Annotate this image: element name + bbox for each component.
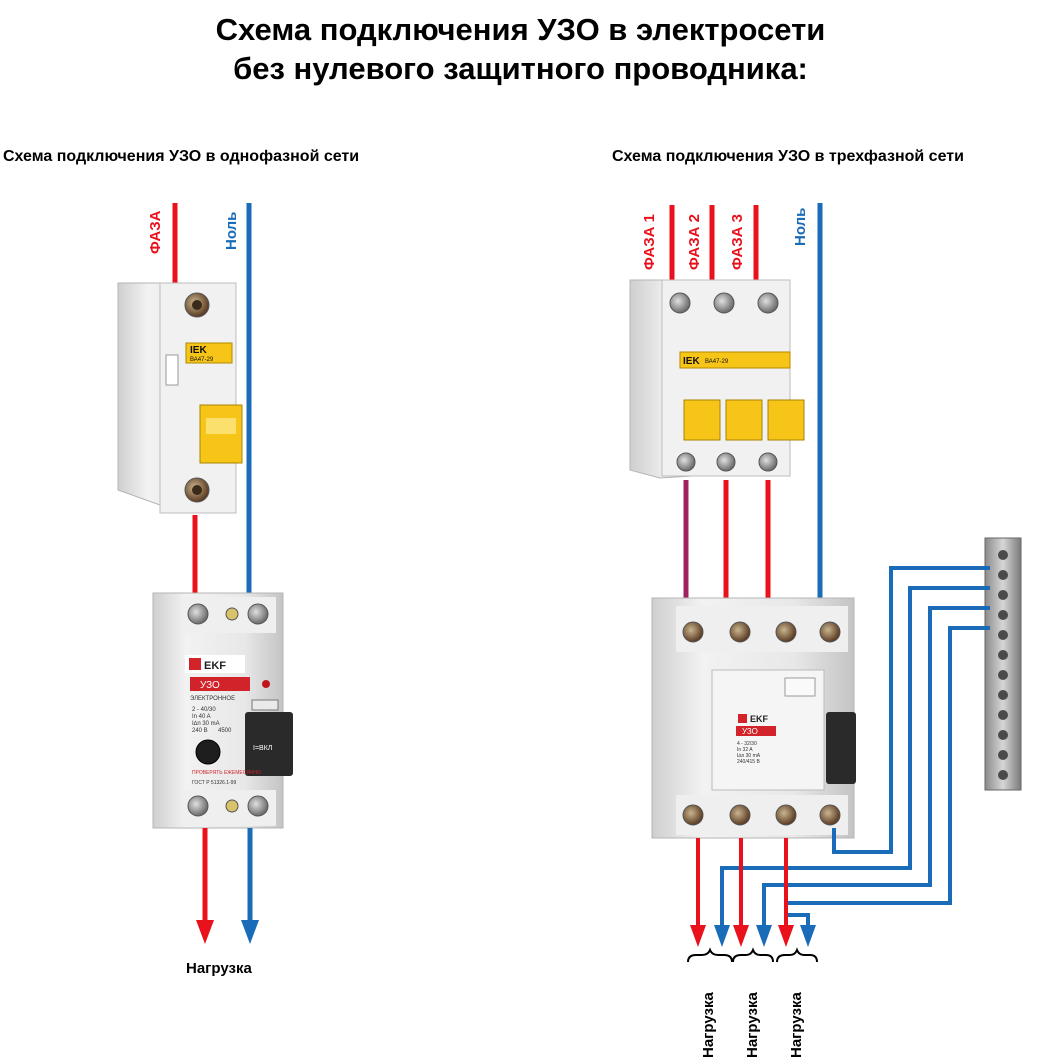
left-load-neutral-arrow — [241, 828, 259, 944]
left-rcd-type: ЭЛЕКТРОННОЕ — [190, 696, 235, 702]
right-input-wires — [669, 203, 823, 604]
left-load-phase-arrow — [196, 828, 214, 944]
left-rcd-name: УЗО — [200, 680, 220, 691]
left-rcd-standard: ГОСТ Р 51326.1-99 — [192, 780, 236, 786]
right-circuit-breaker: IEK ВА47-29 — [629, 279, 805, 479]
left-rcd-spec1: 2 - 40/30 — [192, 707, 216, 713]
right-rcd-device: EKF УЗО 4 - 32/30 In 32 A I∆n 30 mA 240/… — [651, 597, 856, 839]
left-load-label: Нагрузка — [186, 960, 252, 977]
right-neutral-label: Ноль — [792, 207, 809, 246]
left-circuit-breaker: IEK ВА47-29 — [117, 282, 243, 514]
left-rcd-spec4: 240 В — [192, 728, 208, 734]
left-rcd-code: 4500 — [218, 728, 232, 734]
right-rcd-spec3: I∆n 30 mA — [737, 753, 761, 759]
left-rcd-device: EKF УЗО ЭЛЕКТРОННОЕ 2 - 40/30 In 40 A I∆… — [152, 592, 293, 829]
left-phase-wire — [172, 203, 198, 600]
right-rcd-brand: EKF — [750, 714, 769, 724]
right-load-neutral-arrows — [714, 925, 816, 947]
title-line-2: без нулевого защитного проводника: — [233, 51, 808, 86]
right-rcd-name: УЗО — [742, 727, 758, 736]
right-phase3-label: ФАЗА 3 — [729, 213, 746, 270]
left-breaker-brand: IEK — [190, 345, 207, 356]
left-rcd-spec3: I∆n 30 mA — [192, 720, 220, 727]
right-rcd-toggle — [826, 712, 856, 784]
right-breaker-model: ВА47-29 — [705, 359, 729, 365]
neutral-bus-bar — [984, 537, 1022, 791]
title-line-1: Схема подключения УЗО в электросети — [215, 12, 826, 47]
right-load-phase-arrows — [690, 925, 794, 947]
right-diagram-heading: Схема подключения УЗО в трехфазной сети — [612, 148, 964, 165]
right-load-label-1: Нагрузка — [700, 992, 717, 1058]
left-diagram-heading: Схема подключения УЗО в однофазной сети — [3, 148, 360, 165]
right-breaker-brand: IEK — [683, 356, 700, 367]
left-phase-label: ФАЗА — [147, 210, 164, 255]
right-load-label-3: Нагрузка — [788, 992, 805, 1058]
right-rcd-spec2: In 32 A — [737, 747, 753, 753]
right-load-label-2: Нагрузка — [744, 992, 761, 1058]
load-braces — [687, 947, 818, 963]
right-load-phase-wires — [696, 838, 788, 930]
page-title: Схема подключения УЗО в электросети без … — [0, 10, 1041, 88]
left-rcd-brand: EKF — [204, 660, 226, 672]
left-rcd-spec2: In 40 A — [192, 714, 211, 720]
left-rcd-toggle — [245, 712, 293, 776]
left-neutral-label: Ноль — [223, 211, 240, 250]
left-rcd-test-button — [195, 739, 221, 765]
right-phase2-label: ФАЗА 2 — [686, 213, 703, 270]
left-breaker-model: ВА47-29 — [190, 357, 214, 363]
right-phase1-label: ФАЗА 1 — [641, 213, 658, 270]
right-rcd-spec1: 4 - 32/30 — [737, 741, 757, 747]
left-rcd-test-label: ПРОВЕРЯТЬ ЕЖЕМЕСЯЧНО — [192, 770, 261, 776]
right-rcd-spec4: 240/415 В — [737, 759, 760, 765]
left-rcd-switch-label: I=ВКЛ — [253, 745, 273, 752]
